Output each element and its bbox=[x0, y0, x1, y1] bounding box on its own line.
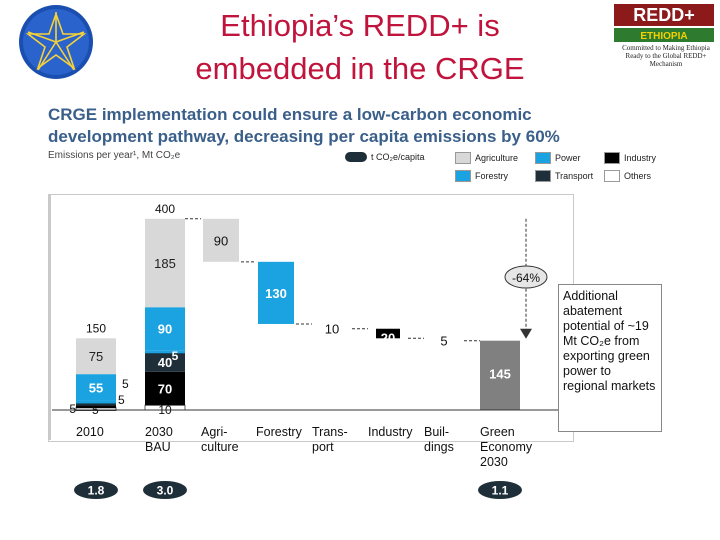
legend-label: Industry bbox=[624, 153, 657, 163]
bar-segment bbox=[76, 338, 116, 375]
small-segment-label: 5 bbox=[118, 393, 125, 407]
abatement-label: 5 bbox=[440, 334, 447, 349]
bar-segment bbox=[145, 350, 185, 354]
legend-swatch bbox=[455, 170, 471, 182]
legend-label: Forestry bbox=[475, 171, 509, 181]
units-label: Emissions per year¹, Mt CO₂e bbox=[48, 150, 181, 161]
chart-subtitle-line2: development pathway, decreasing per capi… bbox=[48, 127, 560, 146]
abatement-bar bbox=[203, 218, 239, 262]
legend-swatch bbox=[604, 170, 620, 182]
chart-left-border bbox=[48, 194, 51, 440]
abatement-label: 10 bbox=[325, 322, 339, 337]
bar-segment-label: 90 bbox=[158, 322, 172, 337]
legend-swatch bbox=[455, 152, 471, 164]
small-segment-label: 5 bbox=[69, 402, 76, 416]
result-label: 145 bbox=[489, 367, 511, 382]
legend-label: Others bbox=[624, 171, 652, 181]
legend-item-power: Power bbox=[535, 152, 581, 164]
bar-segment-label: 70 bbox=[158, 381, 172, 396]
bar-segment bbox=[76, 402, 116, 406]
bar-segment bbox=[76, 405, 116, 409]
category-label: Forestry bbox=[256, 425, 303, 439]
per-capita-label: 1.1 bbox=[492, 484, 509, 498]
reduction-label: -64% bbox=[512, 271, 540, 285]
abatement-bar bbox=[320, 323, 344, 329]
per-capita-label: 3.0 bbox=[157, 484, 174, 498]
abatement-bar bbox=[432, 338, 456, 342]
legend-label: t CO₂e/capita bbox=[371, 152, 425, 162]
per-capita-label: 1.8 bbox=[88, 484, 105, 498]
bar-segment bbox=[145, 352, 185, 372]
small-segment-label: 5 bbox=[122, 377, 129, 391]
category-label: culture bbox=[201, 440, 239, 454]
slide-title-line2: embedded in the CRGE bbox=[195, 51, 525, 86]
per-capita-pill bbox=[143, 481, 187, 499]
legend-label: Transport bbox=[555, 171, 594, 181]
category-label: Economy bbox=[480, 440, 533, 454]
category-label: Trans- bbox=[312, 425, 348, 439]
category-label: 2010 bbox=[76, 425, 104, 439]
logo-tagline: Committed to Making Ethiopia Ready to th… bbox=[622, 44, 710, 68]
abatement-bar bbox=[376, 328, 400, 339]
legend-swatch bbox=[604, 152, 620, 164]
legend-item-transport: Transport bbox=[535, 170, 593, 182]
slide-title: Ethiopia’s REDD+ is embedded in the CRGE bbox=[150, 4, 570, 90]
category-label: Buil- bbox=[424, 425, 449, 439]
ethiopia-emblem-icon bbox=[19, 5, 93, 79]
legend-item-capita: t CO₂e/capita bbox=[345, 152, 425, 162]
legend-swatch bbox=[535, 170, 551, 182]
bar-segment bbox=[76, 400, 116, 404]
legend-label: Power bbox=[555, 153, 581, 163]
abatement-label: 130 bbox=[265, 286, 287, 301]
abatement-label: 90 bbox=[214, 233, 228, 248]
logo-sub-text: ETHIOPIA bbox=[640, 31, 687, 42]
legend-item-forestry: Forestry bbox=[455, 170, 508, 182]
category-label: BAU bbox=[145, 440, 171, 454]
bar-total-label: 400 bbox=[155, 202, 175, 216]
reduction-arrow-head bbox=[520, 328, 532, 339]
logo-main-text: REDD+ bbox=[633, 5, 695, 25]
bar-segment-label: 55 bbox=[89, 380, 103, 395]
slide-title-line1: Ethiopia’s REDD+ is bbox=[220, 8, 500, 43]
category-label: Green bbox=[480, 425, 515, 439]
abatement-bar bbox=[258, 261, 294, 324]
bar-segment bbox=[145, 371, 185, 406]
legend-swatch bbox=[535, 152, 551, 164]
legend-label: Agriculture bbox=[475, 153, 519, 163]
reduction-badge bbox=[504, 265, 548, 289]
category-label: Industry bbox=[368, 425, 413, 439]
legend-item-agriculture: Agriculture bbox=[455, 152, 518, 164]
category-label: 2030 bbox=[480, 455, 508, 469]
per-capita-pill bbox=[74, 481, 118, 499]
bar-total-label: 150 bbox=[86, 321, 106, 335]
chart-subtitle: CRGE implementation could ensure a low-c… bbox=[48, 104, 608, 148]
category-label: 2030 bbox=[145, 425, 173, 439]
per-capita-pill bbox=[478, 481, 522, 499]
bar-segment bbox=[145, 307, 185, 351]
category-label: port bbox=[312, 440, 334, 454]
bar-segment-label: 40 bbox=[158, 355, 172, 370]
result-bar bbox=[480, 340, 520, 410]
bar-segment bbox=[76, 374, 116, 401]
legend-item-others: Others bbox=[604, 170, 651, 182]
redd-plus-logo: REDD+ ETHIOPIA bbox=[614, 4, 714, 42]
capita-swatch bbox=[345, 152, 367, 162]
abatement-label: 20 bbox=[381, 330, 395, 345]
small-segment-label: 5 bbox=[172, 349, 179, 363]
bar-segment-label: 75 bbox=[89, 349, 103, 364]
legend-item-industry: Industry bbox=[604, 152, 656, 164]
export-note: Additional abatement potential of ~19 Mt… bbox=[558, 284, 662, 432]
category-label: dings bbox=[424, 440, 454, 454]
bar-segment bbox=[145, 218, 185, 308]
bar-segment-label: 185 bbox=[154, 256, 176, 271]
chart-subtitle-line1: CRGE implementation could ensure a low-c… bbox=[48, 105, 532, 124]
category-label: Agri- bbox=[201, 425, 227, 439]
